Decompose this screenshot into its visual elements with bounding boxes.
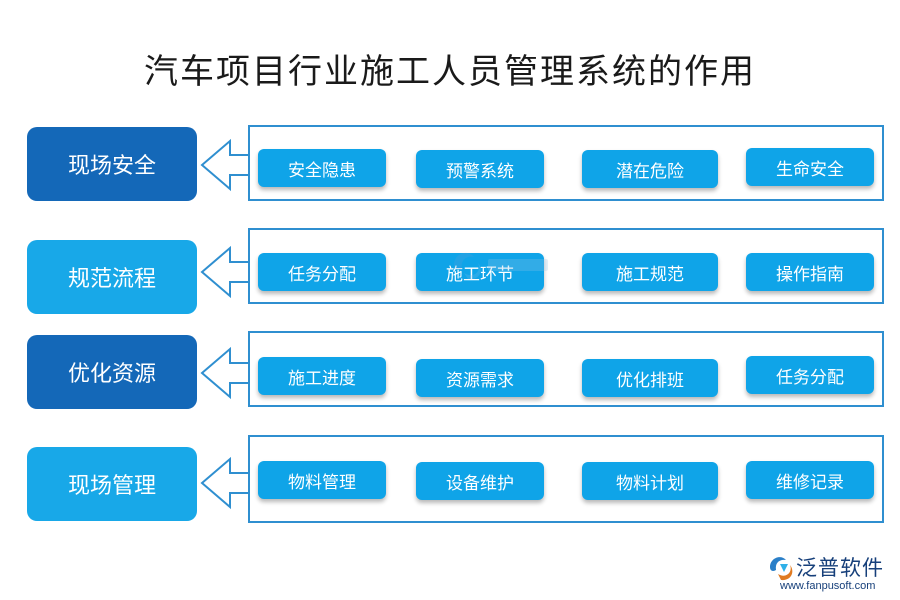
item-chip: 操作指南 — [746, 253, 874, 291]
items-panel: 安全隐患 预警系统 潜在危险 生命安全 — [248, 125, 884, 201]
items-panel: 物料管理 设备维护 物料计划 维修记录 — [248, 435, 884, 523]
row-optimize-resources: 优化资源 施工进度 资源需求 优化排班 任务分配 — [0, 331, 900, 413]
item-chip: 施工环节 — [416, 253, 544, 291]
items-panel: 施工进度 资源需求 优化排班 任务分配 — [248, 331, 884, 407]
category-box: 现场安全 — [27, 127, 197, 201]
item-chip: 物料计划 — [582, 462, 718, 500]
item-chip: 维修记录 — [746, 461, 874, 499]
item-chip: 任务分配 — [746, 356, 874, 394]
item-chip: 施工规范 — [582, 253, 718, 291]
watermark-logo-icon — [454, 252, 548, 280]
page-title: 汽车项目行业施工人员管理系统的作用 — [144, 52, 756, 92]
item-chip: 预警系统 — [416, 150, 544, 188]
row-standard-process: 规范流程 任务分配 施工环节 施工规范 操作指南 — [0, 228, 900, 314]
items-panel: 任务分配 施工环节 施工规范 操作指南 — [248, 228, 884, 304]
item-chip: 生命安全 — [746, 148, 874, 186]
row-site-management: 现场管理 物料管理 设备维护 物料计划 维修记录 — [0, 435, 900, 523]
category-box: 现场管理 — [27, 447, 197, 521]
item-chip: 资源需求 — [416, 359, 544, 397]
category-box: 规范流程 — [27, 240, 197, 314]
category-box: 优化资源 — [27, 335, 197, 409]
item-chip: 物料管理 — [258, 461, 386, 499]
fanpu-logo: 泛普软件 www.fanpusoft.com — [766, 552, 896, 598]
item-chip: 施工进度 — [258, 357, 386, 395]
row-site-safety: 现场安全 安全隐患 预警系统 潜在危险 生命安全 — [0, 125, 900, 205]
logo-name: 泛普软件 — [796, 556, 884, 580]
fanpu-logo-icon — [770, 557, 793, 581]
item-chip: 任务分配 — [258, 253, 386, 291]
logo-url: www.fanpusoft.com — [780, 580, 876, 592]
item-chip: 安全隐患 — [258, 149, 386, 187]
item-chip: 设备维护 — [416, 462, 544, 500]
item-chip: 潜在危险 — [582, 150, 718, 188]
item-chip: 优化排班 — [582, 359, 718, 397]
